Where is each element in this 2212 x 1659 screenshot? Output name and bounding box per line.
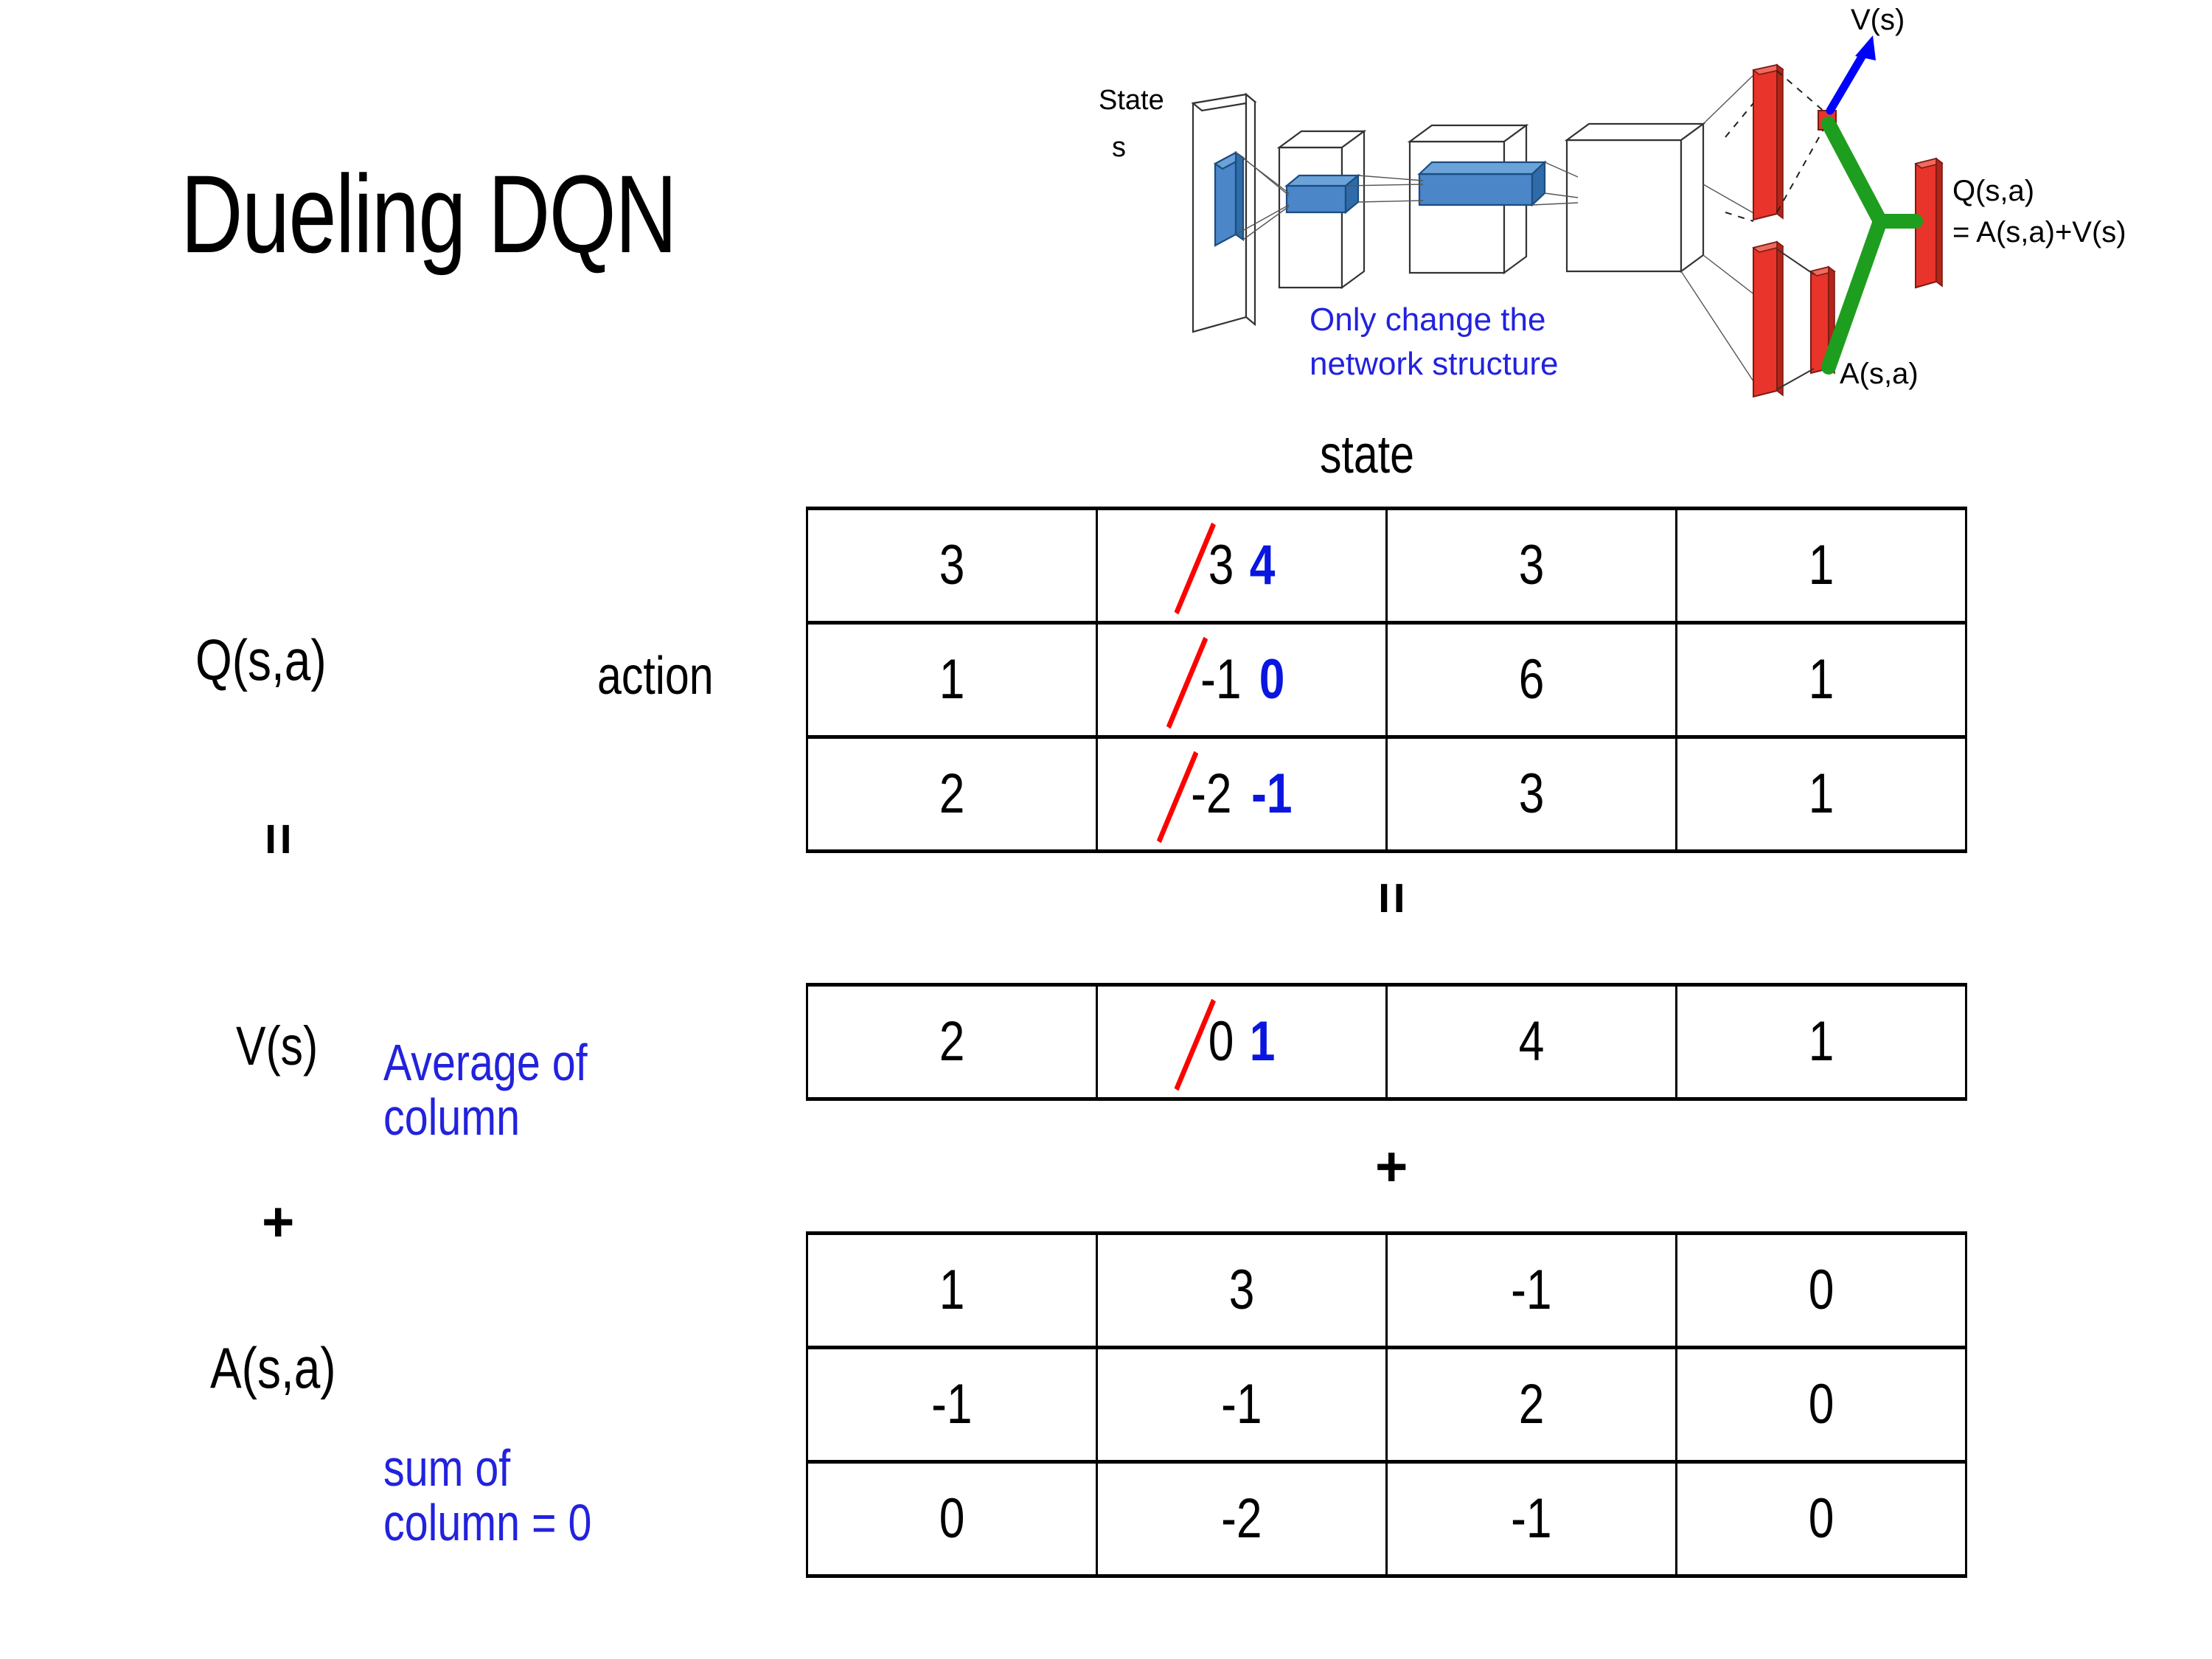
sum-note-line1: sum of [383, 1439, 511, 1497]
diagram-note-line1: Only change the [1310, 302, 1545, 338]
table-cell: 3 [1096, 1231, 1388, 1349]
diagram-input-label-line2: s [1112, 132, 1126, 163]
cell-value: 0 [1808, 1259, 1834, 1321]
corrected-new-value: 4 [1249, 534, 1276, 597]
a-value-table: 1 3 -1 0 -1 -1 2 0 0 -2 -1 0 [806, 1231, 1967, 1578]
table-cell: -2 -1 [1096, 735, 1388, 853]
a-table-label: A(s,a) [210, 1335, 336, 1400]
cell-value: -2 [1221, 1487, 1262, 1550]
equals-operator-left: = [247, 822, 310, 856]
cell-value: 3 [939, 534, 965, 597]
table-cell: -1 [1385, 1460, 1677, 1578]
table-cell: 2 [806, 735, 1098, 853]
cell-value: 1 [1808, 762, 1834, 825]
cell-value: 1 [1808, 1010, 1834, 1073]
cell-value: 4 [1518, 1010, 1545, 1073]
cell-value: 3 [1518, 534, 1545, 597]
struck-old-value: -2 [1191, 762, 1232, 825]
table-cell: 0 [1675, 1460, 1967, 1578]
cell-value: 6 [1518, 648, 1545, 711]
cell-value: -1 [1511, 1487, 1552, 1550]
table-cell: -1 [1385, 1231, 1677, 1349]
average-note-line1: Average of [383, 1034, 588, 1091]
diagram-q-output-label-line1: Q(s,a) [1952, 175, 2034, 207]
cell-value: 0 [1808, 1373, 1834, 1436]
table-cell: 1 [1675, 983, 1967, 1101]
struck-old-value: 0 [1208, 1010, 1234, 1073]
table-cell: 2 [1385, 1346, 1677, 1464]
table-cell: 3 [1385, 507, 1677, 625]
diagram-advantage-output-label: A(s,a) [1840, 358, 1919, 390]
equals-operator-middle: = [1360, 881, 1424, 915]
table-row: 1 3 -1 0 [806, 1231, 1967, 1349]
table-row: 2 -2 -1 3 1 [806, 735, 1967, 853]
edited-cell: -2-1 [1186, 766, 1296, 822]
table-row: 0 -2 -1 0 [806, 1460, 1967, 1578]
cell-value: -1 [1511, 1259, 1552, 1321]
diagram-value-output-label: V(s) [1851, 4, 1905, 36]
average-of-column-note: Average of column [383, 1034, 588, 1146]
average-note-line2: column [383, 1088, 521, 1146]
table-cell: 3 [1385, 735, 1677, 853]
corrected-new-value: 0 [1259, 648, 1285, 711]
table-cell: -1 [806, 1346, 1098, 1464]
cell-value: 3 [1228, 1259, 1255, 1321]
struck-old-value: 3 [1208, 534, 1234, 597]
table-row: -1 -1 2 0 [806, 1346, 1967, 1464]
dueling-network-diagram: State s V(s) A(s,a) Q(s,a) = A(s,a)+V(s)… [1091, 0, 2212, 413]
state-axis-label: state [1320, 425, 1414, 484]
sum-note-line2: column = 0 [383, 1493, 592, 1551]
action-axis-label: action [597, 647, 714, 706]
cell-value: 0 [939, 1487, 965, 1550]
corrected-new-value: 1 [1249, 1010, 1276, 1073]
struck-old-value: -1 [1200, 648, 1242, 711]
table-cell: 0 [806, 1460, 1098, 1578]
diagram-input-label-line1: State [1099, 85, 1164, 116]
table-cell: 1 [1675, 735, 1967, 853]
diagram-q-output-label-line2: = A(s,a)+V(s) [1952, 216, 2126, 248]
cell-value: 3 [1518, 762, 1545, 825]
table-cell: 4 [1385, 983, 1677, 1101]
plus-operator-left: + [262, 1191, 295, 1253]
cell-value: 2 [1518, 1373, 1545, 1436]
cell-value: 2 [939, 762, 965, 825]
table-cell: -1 0 [1096, 621, 1388, 739]
table-cell: 0 [1675, 1231, 1967, 1349]
cell-value: -1 [1221, 1373, 1262, 1436]
page-title: Dueling DQN [181, 152, 678, 276]
diagram-note-line2: network structure [1310, 346, 1558, 382]
cell-value: 1 [1808, 534, 1834, 597]
plus-operator-middle: + [1375, 1135, 1408, 1198]
table-cell: 1 [806, 1231, 1098, 1349]
cell-value: 1 [939, 1259, 965, 1321]
sum-of-column-note: sum of column = 0 [383, 1441, 591, 1550]
table-cell: 2 [806, 983, 1098, 1101]
cell-value: 1 [939, 648, 965, 711]
q-table-label: Q(s,a) [195, 627, 327, 692]
table-cell: 0 [1675, 1346, 1967, 1464]
cell-value: 1 [1808, 648, 1834, 711]
table-row: 1 -1 0 6 1 [806, 621, 1967, 739]
table-cell: 1 [1675, 507, 1967, 625]
corrected-new-value: -1 [1251, 762, 1293, 825]
cell-value: 2 [939, 1010, 965, 1073]
table-cell: -2 [1096, 1460, 1388, 1578]
table-cell: -1 [1096, 1346, 1388, 1464]
table-cell: 3 [806, 507, 1098, 625]
cell-value: -1 [931, 1373, 973, 1436]
v-table-label: V(s) [236, 1015, 319, 1077]
cell-value: 0 [1808, 1487, 1834, 1550]
table-cell: 1 [1675, 621, 1967, 739]
table-cell: 6 [1385, 621, 1677, 739]
table-cell: 1 [806, 621, 1098, 739]
